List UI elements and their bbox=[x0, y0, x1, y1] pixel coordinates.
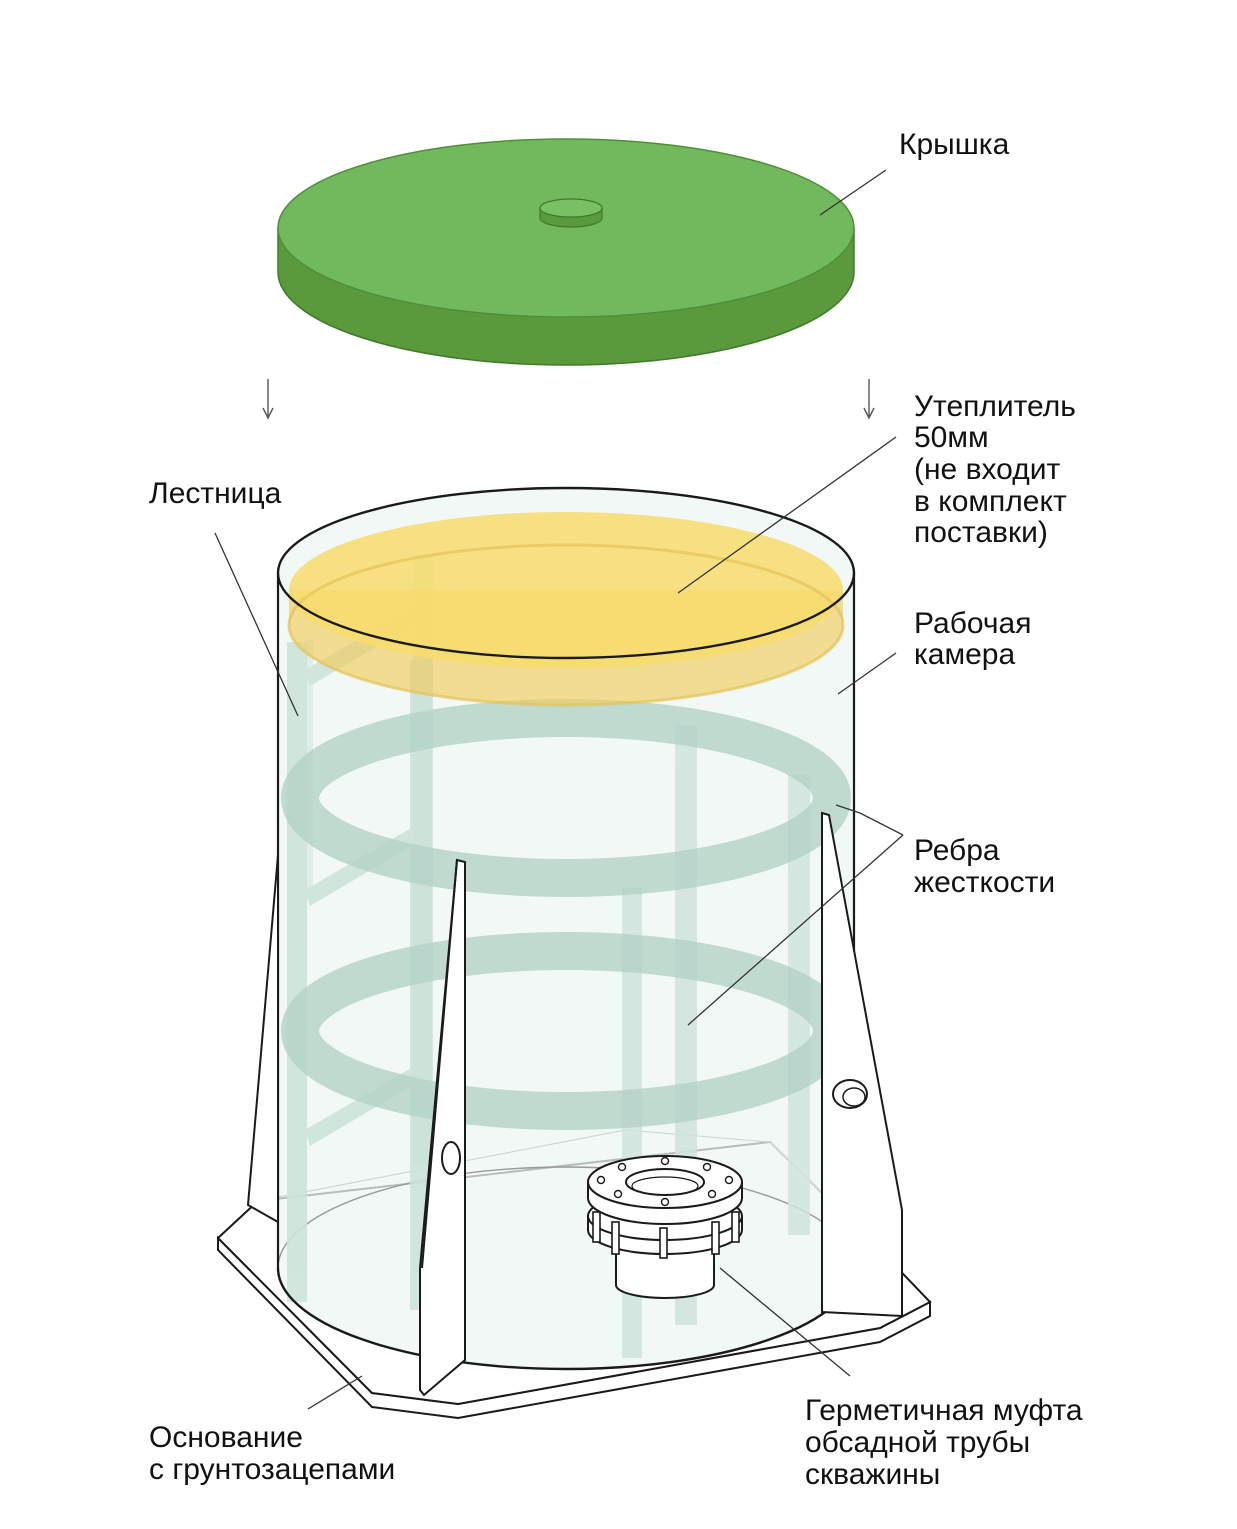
label-lid: Крышка bbox=[899, 128, 1010, 161]
fin-left bbox=[246, 854, 279, 1224]
insulation-top bbox=[289, 512, 843, 668]
ladder-rail-left bbox=[287, 642, 307, 1302]
labels: Крышка Утеплитель 50мм (не входит в комп… bbox=[149, 128, 1091, 1491]
fin-front bbox=[419, 858, 466, 1397]
leader-base bbox=[307, 1375, 363, 1410]
leader-lid bbox=[819, 169, 887, 216]
casing-coupling bbox=[587, 1155, 743, 1299]
label-chamber: Рабочая камера bbox=[914, 607, 1040, 671]
lid bbox=[277, 138, 855, 366]
hole-right-icon bbox=[832, 1079, 868, 1109]
drop-arrows bbox=[262, 379, 875, 420]
label-ribs: Ребра жесткости bbox=[914, 834, 1055, 899]
leader-lines bbox=[214, 169, 904, 1410]
ladder-rail-right bbox=[410, 660, 432, 1310]
hole-front-icon bbox=[441, 1141, 461, 1175]
leader-chamber bbox=[837, 652, 897, 695]
lid-handle-top bbox=[539, 198, 603, 218]
leader-coupling bbox=[719, 1267, 851, 1377]
leader-ladder bbox=[214, 532, 299, 717]
bolts bbox=[592, 1211, 740, 1259]
insulation-disc bbox=[287, 512, 845, 707]
leader-ribs-lower bbox=[687, 834, 904, 1026]
flange-holes bbox=[596, 1156, 734, 1207]
side-holes bbox=[441, 1079, 868, 1175]
label-base: Основание с грунтозацепами bbox=[149, 1421, 395, 1486]
label-ladder: Лестница bbox=[149, 477, 282, 510]
label-coupling: Герметичная муфта обсадной трубы скважин… bbox=[805, 1394, 1091, 1491]
anchor-fins bbox=[246, 811, 903, 1397]
lid-top bbox=[277, 138, 855, 318]
chamber-bottom-rim bbox=[276, 1267, 856, 1371]
label-insulation: Утеплитель 50мм (не входит в комплект по… bbox=[914, 390, 1084, 549]
fin-right bbox=[821, 811, 903, 1318]
ring-upper bbox=[281, 699, 851, 897]
leader-insulation bbox=[677, 436, 897, 594]
leader-ribs-upper bbox=[835, 804, 904, 836]
